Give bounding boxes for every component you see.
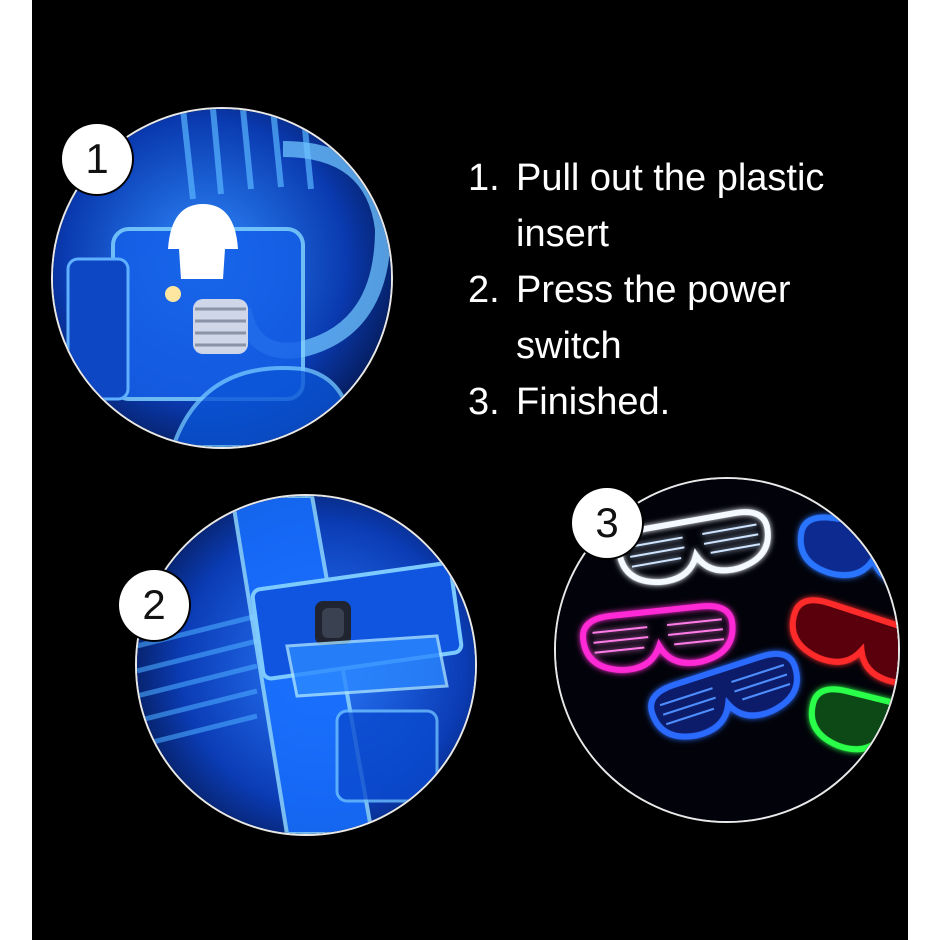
step-item: 2. Press the power switch <box>468 262 888 374</box>
instruction-steps: 1. Pull out the plastic insert 2. Press … <box>468 150 888 430</box>
step-3-badge: 3 <box>572 488 642 558</box>
step-text: Finished. <box>516 381 671 423</box>
step-2-badge: 2 <box>119 570 189 640</box>
step-1-badge: 1 <box>62 124 132 194</box>
product-instructions-panel: 1 2 <box>32 0 908 940</box>
step-2-photo <box>135 494 477 836</box>
power-switch-closeup <box>137 496 475 834</box>
step-text: Pull out the plastic insert <box>516 157 825 255</box>
step-number: 3. <box>468 381 500 423</box>
step-item: 3. Finished. <box>468 374 888 430</box>
step-number: 1. <box>468 157 500 199</box>
step-item: 1. Pull out the plastic insert <box>468 150 888 262</box>
step-3-photo <box>554 477 900 823</box>
step-number: 2. <box>468 269 500 311</box>
step-text: Press the power switch <box>516 269 791 367</box>
